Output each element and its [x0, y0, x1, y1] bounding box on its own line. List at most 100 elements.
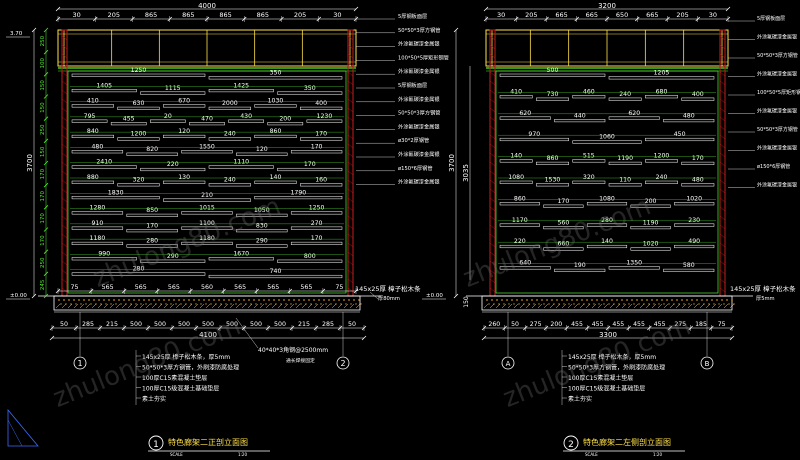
top-dims-label: 30 — [72, 11, 80, 19]
gravel-dot — [686, 299, 688, 301]
slat-dim-label: 170 — [304, 161, 316, 168]
gravel-dot — [188, 299, 190, 301]
axis-bubble — [700, 356, 714, 370]
slat — [306, 119, 343, 123]
legend-text: 50*50*3厚方钢管，外刷漆防腐处理 — [568, 364, 665, 372]
callout-text: 50*50*3厚方钢管 — [757, 126, 798, 133]
gravel-dot — [313, 299, 315, 301]
post-dims-label: 560 — [201, 284, 213, 291]
gravel-dot — [248, 299, 250, 301]
post-hatch — [61, 44, 68, 50]
slat-dim-label: 1250 — [309, 205, 325, 212]
slat-dim-label: 220 — [514, 238, 526, 245]
dim-tick — [361, 335, 367, 341]
bottom-dims-label: 215 — [106, 321, 118, 328]
footing-hatch — [615, 303, 621, 309]
slat — [536, 97, 569, 101]
slat-dim-label: 1020 — [643, 241, 659, 248]
footing-hatch — [97, 303, 103, 309]
slat-dim-label: 820 — [146, 146, 158, 153]
callout-text: 外涂氟碳漆金属银 — [757, 145, 797, 152]
gravel-dot — [666, 299, 668, 301]
slat — [630, 204, 671, 208]
slat — [554, 119, 606, 123]
bottom-total-label: 3300 — [599, 331, 617, 339]
left-height-dims-label: 250 — [40, 35, 46, 46]
slat-dim-label: 140 — [510, 153, 522, 160]
footing-hatch — [211, 303, 217, 309]
dim-tick — [43, 116, 49, 121]
footing-hatch — [349, 303, 355, 309]
slat — [189, 122, 225, 126]
gravel-dot — [531, 299, 533, 301]
gravel-dot — [626, 299, 628, 301]
gravel-dot — [258, 299, 260, 301]
post-dims-label: 565 — [234, 284, 246, 291]
slat-dim-label: 480 — [91, 143, 103, 150]
top-dims-label: 865 — [257, 11, 269, 19]
footing-hatch — [555, 303, 561, 309]
slat-dim-label: 220 — [167, 161, 179, 168]
slat-dim-label: 1180 — [199, 235, 215, 242]
callout-text: 5厚钢板面层 — [398, 81, 427, 89]
slat-dim-label: 110 — [619, 177, 631, 184]
dim-tick — [43, 72, 49, 77]
gravel-dot — [58, 299, 60, 301]
footing-hatch — [313, 303, 319, 309]
post-hatch — [719, 125, 726, 131]
post-hatch — [719, 134, 726, 140]
slat — [71, 104, 114, 108]
gravel-dot — [83, 299, 85, 301]
gravel-dot — [663, 303, 665, 305]
gravel-dot — [488, 303, 490, 305]
slat — [645, 95, 678, 99]
slat — [208, 183, 251, 187]
gravel-dot — [593, 303, 595, 305]
top-dims-label: 665 — [586, 11, 598, 19]
legend-text: 素土夯实 — [568, 395, 592, 403]
gravel-dot — [195, 303, 197, 305]
slat — [140, 167, 206, 172]
footing-hatch — [537, 303, 543, 309]
gravel-dot — [255, 303, 257, 305]
post-hatch — [347, 206, 354, 212]
slat — [681, 161, 715, 165]
gravel-dot — [518, 303, 520, 305]
gravel-dot — [668, 303, 670, 305]
slat-dim-label: 1110 — [233, 159, 249, 166]
gravel-dot — [706, 299, 708, 301]
slat-dim-label: 170 — [311, 235, 323, 242]
bottom-note-sub: 通长焊接固定 — [286, 357, 315, 364]
callout-text: 外涂氟碳漆金属银 — [398, 150, 440, 158]
footing-hatch — [283, 303, 289, 309]
slat — [608, 266, 660, 270]
slat-dim-label: 910 — [91, 220, 103, 227]
post-hatch — [719, 143, 726, 149]
post-hatch — [489, 170, 496, 176]
footing-hatch — [319, 303, 325, 309]
gravel-dot — [165, 303, 167, 305]
gravel-dot — [210, 303, 212, 305]
gravel-dot — [606, 299, 608, 301]
post-hatch — [61, 134, 68, 140]
post-hatch — [347, 62, 354, 68]
gravel-dot — [225, 303, 227, 305]
gravel-dot — [503, 303, 505, 305]
slat-dim-label: 350 — [304, 85, 316, 92]
footing-hatch — [355, 303, 361, 309]
slat — [499, 116, 551, 120]
slat-dim-label: 1080 — [599, 195, 615, 202]
post-hatch — [61, 152, 68, 158]
post-hatch — [489, 197, 496, 203]
post-hatch — [347, 107, 354, 113]
slat — [499, 202, 540, 206]
footing-hatch — [331, 303, 337, 309]
gravel-dot — [235, 303, 237, 305]
slat-dim-label: 990 — [98, 250, 110, 257]
slat — [208, 106, 251, 110]
gravel-dot — [358, 299, 360, 301]
post-hatch — [347, 35, 354, 41]
footing-hatch — [169, 303, 175, 309]
gravel-dot — [183, 299, 185, 301]
footing-hatch — [717, 303, 723, 309]
